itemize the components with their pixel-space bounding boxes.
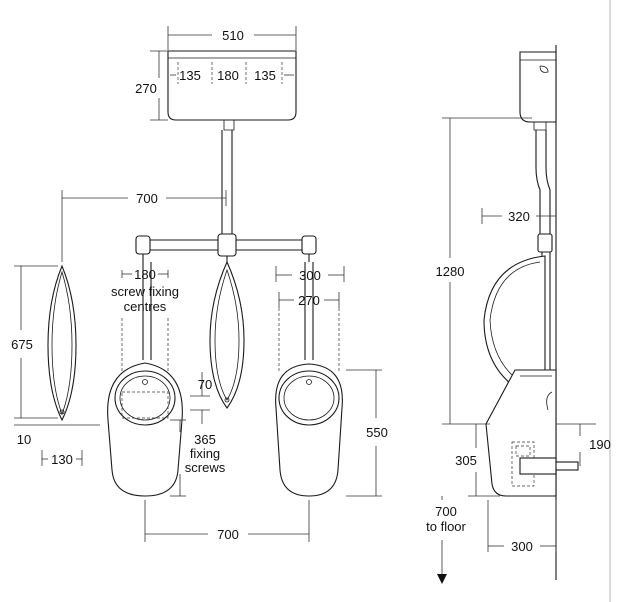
bowl-inner-width-dimension: 270 — [278, 292, 340, 372]
fixing-screws-height-label: 365 — [194, 432, 216, 447]
bowl-height-dimension: 550 — [346, 369, 388, 497]
side-projection-dimension: 320 — [481, 208, 556, 224]
screw-fixing-label: 180 — [134, 267, 156, 282]
side-rim-height-label: 305 — [455, 453, 477, 468]
cistern-height-dimension: 270 — [135, 50, 168, 121]
fixing-screws-note-1: fixing — [190, 446, 220, 461]
side-depth-dimension: 300 — [487, 500, 557, 554]
floor-height-note: to floor — [426, 519, 466, 534]
fixing-screws-note-2: screws — [185, 460, 226, 475]
urinal-bowl-right — [275, 262, 343, 497]
bowl-inner-width-label: 270 — [298, 293, 320, 308]
flush-pipe — [135, 130, 317, 262]
outlet-height-label: 190 — [589, 437, 611, 452]
floor-height-label: 700 — [435, 504, 457, 519]
spacing-top-label: 700 — [136, 191, 158, 206]
side-depth-label: 300 — [511, 539, 533, 554]
divider-height-label: 675 — [11, 337, 33, 352]
screw-fixing-note-2: centres — [124, 299, 167, 314]
fixing-screws-dimension: 365 fixing screws — [170, 419, 226, 497]
divider-width-dimension: 130 — [41, 450, 83, 467]
cistern-center-label: 180 — [217, 68, 239, 83]
outlet-height-dimension: 190 — [556, 423, 611, 466]
divider-base-label: 10 — [17, 432, 31, 447]
pipe-spacing-dimension: 70 — [190, 372, 212, 424]
bowl-height-label: 550 — [366, 425, 388, 440]
cistern-offset-left-label: 135 — [179, 68, 201, 83]
spacing-bottom-label: 700 — [217, 527, 239, 542]
urinal-bowl-left — [107, 262, 183, 497]
pipe-spacing-label: 70 — [198, 377, 212, 392]
cistern-width-label: 510 — [222, 28, 244, 43]
cistern-spacing-dimension: 135 180 135 — [170, 68, 294, 83]
side-projection-label: 320 — [508, 209, 530, 224]
spacing-top-dimension: 700 — [61, 190, 227, 262]
cistern-height-label: 270 — [135, 81, 157, 96]
spacing-bottom-dimension: 700 — [144, 500, 310, 542]
side-urinal — [485, 369, 579, 497]
screw-fixing-note-1: screw fixing — [111, 284, 179, 299]
cistern — [167, 50, 297, 131]
overall-height-dimension: 1280 — [436, 117, 532, 425]
divider-base-dimension: 10 — [14, 424, 100, 447]
cistern-offset-right-label: 135 — [254, 68, 276, 83]
cistern-width-dimension: 510 — [167, 26, 297, 50]
side-rim-height-dimension: 305 — [455, 424, 500, 497]
bowl-outer-width-dimension: 300 — [275, 266, 345, 283]
divider-panel-center — [209, 260, 245, 409]
floor-height-dimension: 700 to floor — [426, 496, 467, 584]
divider-width-label: 130 — [51, 452, 73, 467]
screw-fixing-dimension: 180 screw fixing centres — [111, 267, 179, 420]
divider-panel-left — [47, 264, 77, 422]
divider-height-dimension: 675 — [11, 265, 58, 419]
bowl-outer-width-label: 300 — [299, 268, 321, 283]
side-cistern — [519, 51, 557, 131]
overall-height-label: 1280 — [436, 264, 465, 279]
